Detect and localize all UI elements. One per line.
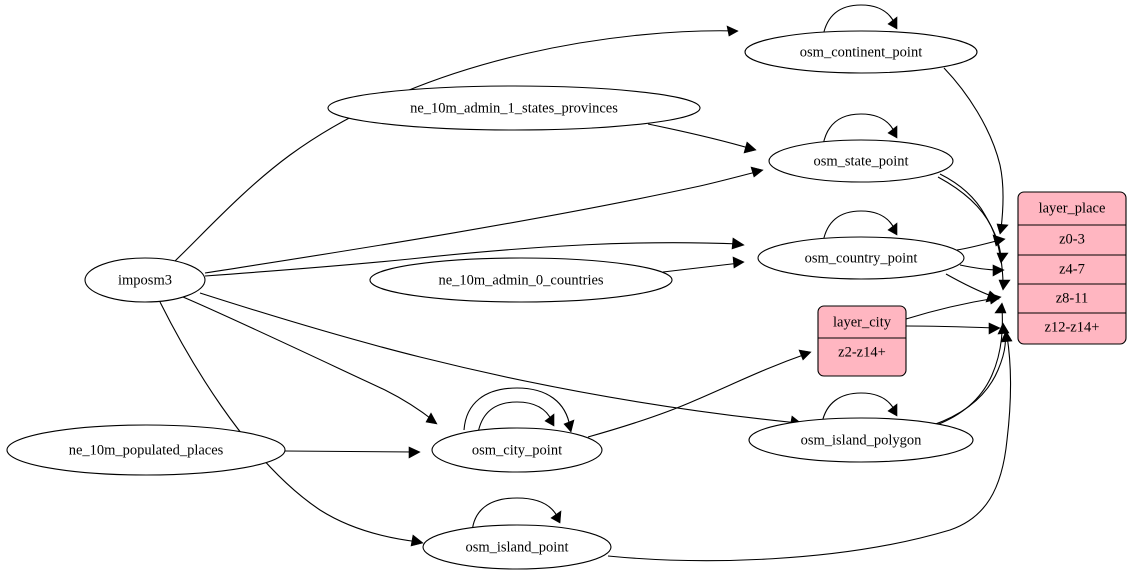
edge-layer-city-to-layer-place-b (905, 322, 1001, 335)
edge-imposm3-to-osm-city-point (182, 296, 438, 425)
edges-layer (159, 4, 1013, 562)
node-osm-continent-point[interactable]: osm_continent_point (744, 30, 978, 74)
edge-osm-continent-point-self-loop (822, 4, 898, 37)
node-ne-10m-populated-places[interactable]: ne_10m_populated_places (6, 424, 286, 476)
record-layer-place[interactable]: layer_place z0-3 z4-7 z8-11 z12-z14+ (1017, 191, 1127, 345)
node-osm-state-point[interactable]: osm_state_point (768, 139, 954, 183)
edge-osm-city-point-self-loop (477, 401, 555, 434)
edge-osm-island-point-self-loop (471, 497, 562, 533)
edge-osm-island-point-to-layer-place (607, 330, 1013, 562)
edge-osm-country-point-to-layer-place (956, 234, 1006, 251)
edge-imposm3-to-osm-state-point (204, 166, 764, 274)
edge-imposm3-to-osm-island-point (159, 301, 424, 547)
node-imposm3[interactable]: imposm3 (84, 257, 206, 303)
edge-osm-city-point-outer-loop (463, 387, 575, 433)
edge-osm-state-point-self-loop (822, 113, 898, 146)
edge-osm-island-polygon-self-loop (821, 392, 898, 424)
edge-osm-state-point-to-layer-place-b (937, 176, 1011, 291)
edge-osm-country-point-self-loop (822, 210, 898, 243)
edge-osm-continent-point-to-layer-place (943, 67, 1009, 235)
edge-osm-island-polygon-to-layer-place (930, 302, 1007, 428)
edge-imposm3-to-osm-island-polygon (199, 292, 803, 428)
node-osm-island-polygon[interactable]: osm_island_polygon (748, 417, 974, 463)
node-osm-island-point[interactable]: osm_island_point (422, 524, 612, 570)
record-nodes-layer: layer_place z0-3 z4-7 z8-11 z12-z14+ lay… (817, 191, 1127, 377)
edge-ne-populated-to-osm-city-point (284, 446, 421, 459)
node-ne-10m-admin-1-states-provinces[interactable]: ne_10m_admin_1_states_provinces (327, 85, 701, 131)
nodes-layer: imposm3 ne_10m_admin_1_states_provinces … (6, 30, 978, 570)
edge-osm-country-point-to-layer-place-b (959, 264, 1005, 277)
node-ne-10m-admin-0-countries[interactable]: ne_10m_admin_0_countries (369, 257, 673, 303)
edge-imposm3-to-osm-continent-point (174, 25, 739, 262)
edge-ne-countries-to-osm-country-point (662, 256, 745, 273)
record-layer-city[interactable]: layer_city z2-z14+ (817, 305, 907, 377)
edge-osm-island-polygon-to-layer-place-b (932, 322, 1010, 426)
node-osm-country-point[interactable]: osm_country_point (757, 236, 965, 280)
edge-layer-city-to-layer-place (905, 292, 1002, 320)
edge-osm-city-point-to-layer-city (587, 349, 812, 438)
node-osm-city-point[interactable]: osm_city_point (431, 427, 603, 473)
edge-imposm3-to-osm-country-point (204, 237, 745, 277)
edge-ne-states-to-osm-state-point (647, 123, 757, 154)
